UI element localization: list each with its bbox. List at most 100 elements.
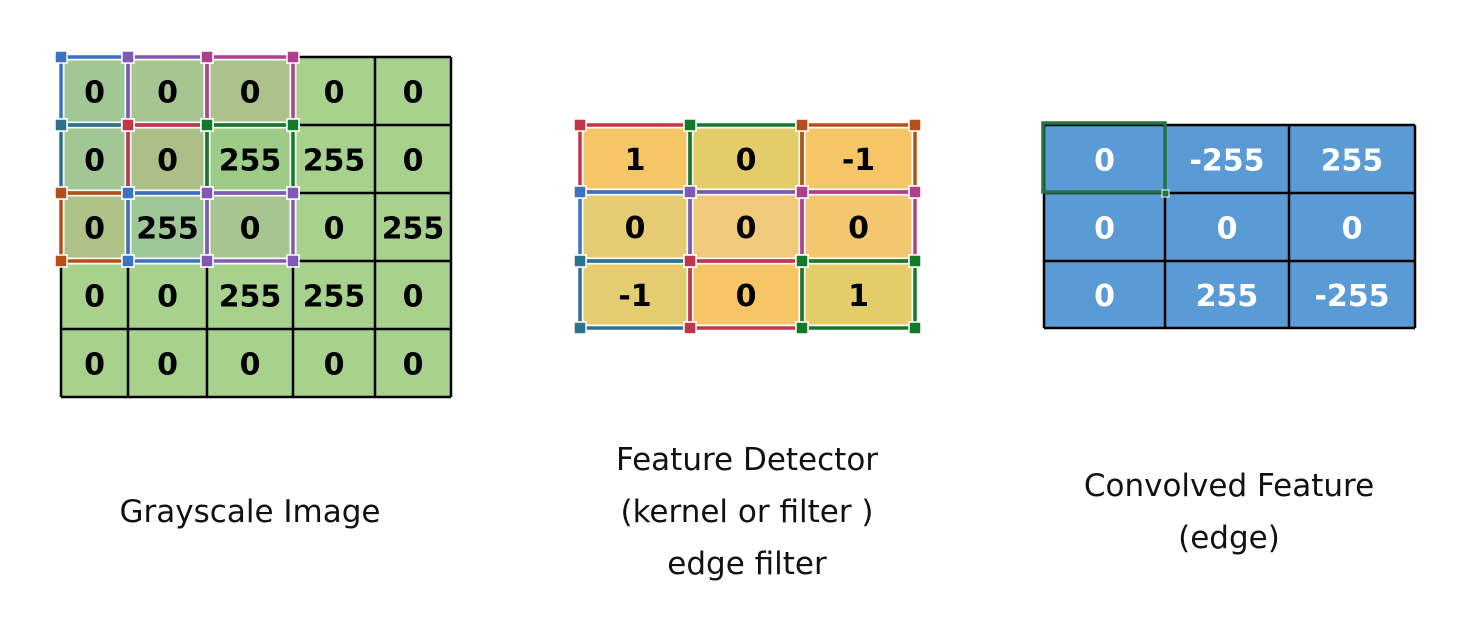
caption-line: Feature Detector: [615, 442, 879, 478]
pixel-cell: [61, 261, 128, 329]
pixel-cell: [207, 57, 293, 125]
pixel-cell: [128, 261, 207, 329]
pixel-cell: [293, 125, 375, 193]
selection-handle: [908, 185, 922, 199]
caption-line: (kernel or filter ): [620, 494, 874, 530]
cell-value: 255: [219, 280, 282, 315]
selection-handle: [573, 254, 587, 268]
selection-handle: [683, 185, 697, 199]
cell-value: 0: [324, 348, 345, 383]
cell-value: 1: [625, 143, 646, 178]
selection-handle: [200, 118, 214, 132]
cell-value: 0: [1094, 144, 1115, 179]
fill-handle: [1161, 189, 1170, 198]
selection-handle: [908, 118, 922, 132]
pixel-cell: [61, 329, 128, 397]
pixel-cell: [207, 329, 293, 397]
selected-cell-outline: [1041, 121, 1167, 194]
cell-value: 0: [84, 280, 105, 315]
pixel-cell: [293, 193, 375, 261]
cell-value: 0: [1342, 212, 1363, 247]
pixel-cell: [128, 125, 207, 193]
selection-handle: [121, 186, 135, 200]
kernel-cell: [802, 125, 915, 192]
cell-value: 0: [848, 211, 869, 246]
pixel-cell: [375, 193, 451, 261]
cell-value: 0: [1094, 212, 1115, 247]
pixel-cell: [375, 57, 451, 125]
selection-handle: [795, 185, 809, 199]
selection-handle: [54, 50, 68, 64]
selection-handle: [573, 118, 587, 132]
cell-value: 0: [403, 76, 424, 111]
pixel-cell: [61, 125, 128, 193]
kernel-cell-outline: [800, 259, 917, 330]
cell-value: 0: [324, 212, 345, 247]
selection-handle: [54, 186, 68, 200]
selection-handle: [121, 50, 135, 64]
cell-value: 255: [1321, 144, 1384, 179]
cell-value: 0: [240, 76, 261, 111]
receptive-field-outline: [205, 191, 295, 263]
cell-value: 255: [382, 212, 445, 247]
kernel-cell: [690, 261, 802, 328]
kernel-cell: [580, 261, 690, 328]
selection-handle: [683, 321, 697, 335]
cell-value: 0: [625, 211, 646, 246]
selection-handle: [200, 50, 214, 64]
output-background: [1044, 125, 1415, 328]
kernel-cell: [690, 192, 802, 261]
cell-value: 0: [736, 279, 757, 314]
pixel-cell: [128, 57, 207, 125]
grayscale-image-caption: Grayscale Image: [60, 486, 440, 538]
cell-value: 0: [84, 144, 105, 179]
selection-handle: [200, 254, 214, 268]
pixel-cell: [128, 329, 207, 397]
selection-handle: [795, 321, 809, 335]
cell-value: 255: [136, 212, 199, 247]
caption-line: (edge): [1178, 520, 1280, 556]
cell-value: 255: [1196, 279, 1259, 314]
pixel-cell: [207, 261, 293, 329]
kernel-cell: [580, 192, 690, 261]
selection-handle: [795, 254, 809, 268]
selection-handle: [286, 118, 300, 132]
cell-value: 0: [157, 144, 178, 179]
pixel-cell: [61, 57, 128, 125]
pixel-cell: [375, 329, 451, 397]
cell-value: -255: [1314, 279, 1389, 314]
cell-value: 255: [303, 280, 366, 315]
selection-handle: [121, 254, 135, 268]
convolved-feature-caption: Convolved Feature (edge): [1029, 460, 1429, 564]
selection-handle: [908, 321, 922, 335]
cell-value: -1: [618, 279, 651, 314]
cell-value: 0: [84, 348, 105, 383]
cell-value: 0: [403, 348, 424, 383]
selection-handle: [573, 185, 587, 199]
cell-value: -1: [842, 143, 875, 178]
pixel-cell: [207, 193, 293, 261]
cell-value: 255: [219, 144, 282, 179]
cell-value: 0: [240, 212, 261, 247]
selection-handle: [121, 118, 135, 132]
pixel-cell: [61, 193, 128, 261]
caption-line: Grayscale Image: [119, 494, 381, 530]
feature-detector-caption: Feature Detector (kernel or filter ) edg…: [547, 434, 947, 590]
pixel-cell: [293, 57, 375, 125]
selection-handle: [200, 186, 214, 200]
cell-value: 0: [1217, 212, 1238, 247]
cell-value: 0: [240, 348, 261, 383]
cell-value: 0: [403, 280, 424, 315]
caption-line: edge filter: [667, 546, 827, 582]
selection-handle: [795, 118, 809, 132]
selection-handle: [908, 254, 922, 268]
cell-value: -255: [1189, 144, 1264, 179]
selection-handle: [683, 118, 697, 132]
pixel-cell: [293, 261, 375, 329]
pixel-cell: [293, 329, 375, 397]
kernel-cell: [690, 125, 802, 192]
